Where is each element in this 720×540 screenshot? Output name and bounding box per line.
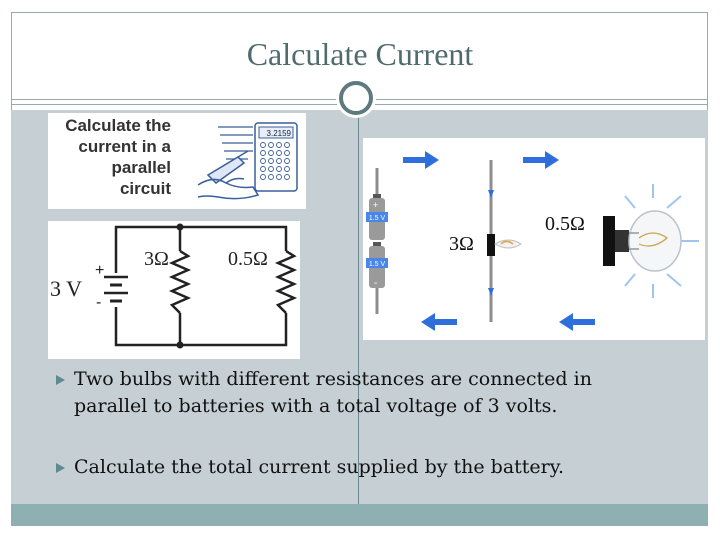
small-bulb-icon [487, 234, 522, 256]
resistor-3ohm-icon [168, 249, 192, 314]
column-divider [358, 110, 359, 504]
junction-dot [176, 341, 184, 349]
bullet-item: Two bulbs with different resistances are… [56, 366, 696, 420]
task-card-line-1: Calculate the [65, 116, 171, 135]
cell-bottom-label: 1.5 V [369, 261, 386, 268]
battery-plus-label: + [95, 262, 104, 279]
junction-dot [176, 223, 184, 231]
arrow-down-icon [488, 190, 494, 198]
battery-cells-icon [366, 194, 388, 288]
large-bulb-icon [603, 184, 699, 298]
bullet-item: Calculate the total current supplied by … [56, 454, 696, 481]
pictorial-r2-label: 0.5Ω [545, 213, 585, 235]
task-card-line-3: parallel [111, 158, 171, 177]
voltage-label: 3 V [50, 276, 82, 301]
arrow-left-icon [421, 313, 457, 331]
battery-icon [104, 275, 128, 303]
ring-ornament-icon [339, 81, 373, 115]
pictorial-r1-label: 3Ω [449, 233, 474, 255]
resistor-05ohm-icon [274, 249, 298, 314]
arrow-left-icon [559, 313, 595, 331]
bullet-list: Two bulbs with different resistances are… [56, 366, 696, 515]
bullet-line: Two bulbs with different resistances are… [74, 368, 592, 390]
arrow-right-icon [403, 151, 439, 169]
slide-title: Calculate Current [246, 36, 474, 72]
arrow-down-icon [488, 288, 494, 296]
calculator-icon: 3.2159 [254, 122, 298, 192]
pictorial-wires [375, 160, 493, 322]
battery-minus-label: - [96, 294, 101, 311]
cell-plus-label: + [373, 200, 378, 210]
schematic-r1-label: 3Ω [144, 248, 169, 270]
writing-hand-icon [197, 150, 260, 200]
schematic-r2-label: 0.5Ω [228, 248, 268, 270]
arrow-right-icon [523, 151, 559, 169]
cell-top-label: 1.5 V [369, 215, 386, 222]
task-card-line-4: circuit [120, 179, 171, 198]
schematic-wires [114, 225, 288, 347]
cell-minus-label: - [374, 278, 377, 289]
task-card-image: Calculate the current in a parallel circ… [48, 113, 306, 209]
footer-bar [11, 504, 708, 526]
calculator-display: 3.2159 [267, 129, 292, 138]
schematic-diagram: 3 V + - 3Ω 0.5Ω [48, 221, 300, 359]
paper-lines-icon [218, 126, 253, 160]
task-card-line-2: current in a [78, 137, 171, 156]
bullet-line: parallel to batteries with a total volta… [74, 395, 558, 417]
pictorial-circuit: 1.5 V 1.5 V + - 3Ω 0.5Ω [363, 138, 705, 340]
bullet-line: Calculate the total current supplied by … [74, 456, 564, 478]
